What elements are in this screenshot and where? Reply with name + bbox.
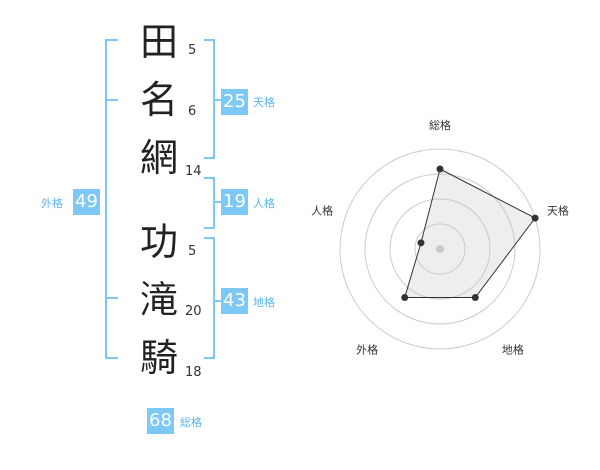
jinkaku-badge: 19: [221, 189, 248, 215]
stroke-count-4: 5: [188, 244, 197, 259]
name-char-4: 功: [139, 220, 178, 264]
name-char-6: 騎: [139, 336, 178, 380]
gaikaku-badge: 49: [73, 189, 100, 215]
stroke-count-2: 6: [188, 104, 197, 119]
name-char-1: 田: [139, 20, 178, 64]
gaikaku-label: 外格: [41, 197, 63, 210]
radar-point-4: [401, 294, 409, 302]
radar-axis-label-5: 人格: [311, 204, 333, 218]
radar-ring-1: [414, 223, 466, 275]
chikaku-badge: 43: [221, 288, 248, 314]
radar-point-5: [417, 239, 425, 247]
tenkaku-badge: 25: [221, 89, 248, 115]
tenkaku-label: 天格: [253, 96, 275, 109]
soukaku-badge: 68: [147, 408, 174, 434]
radar-ring-3: [364, 173, 516, 325]
radar-point-3: [471, 294, 479, 302]
name-char-3: 網: [139, 136, 178, 180]
radar-center-dot: [436, 245, 444, 253]
stroke-count-1: 5: [188, 43, 197, 58]
radar-axis-label-4: 外格: [356, 342, 378, 356]
stroke-count-6: 18: [185, 365, 202, 380]
chikaku-label: 地格: [253, 296, 275, 309]
name-char-5: 滝: [139, 278, 178, 322]
radar-point-1: [436, 165, 444, 173]
radar-ring-4: [339, 148, 541, 350]
name-char-2: 名: [139, 78, 178, 122]
soukaku-label: 総格: [180, 416, 202, 429]
jinkaku-label: 人格: [253, 197, 275, 210]
stroke-count-5: 20: [185, 304, 202, 319]
radar-axis-label-2: 天格: [547, 204, 569, 218]
radar-ring-2: [389, 198, 491, 300]
radar-point-2: [531, 214, 539, 222]
radar-polygon: [404, 168, 536, 298]
radar-axis-label-3: 地格: [502, 342, 524, 356]
radar-axis-label-1: 総格: [429, 118, 451, 132]
stroke-count-3: 14: [185, 164, 202, 179]
